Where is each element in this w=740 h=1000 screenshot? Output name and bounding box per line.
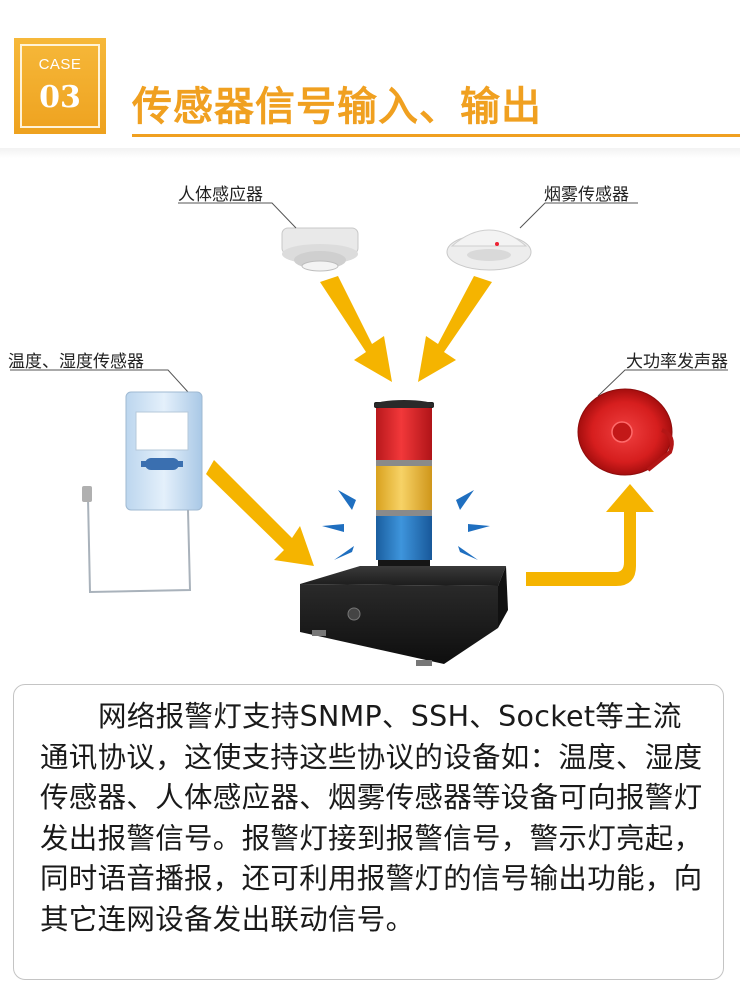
alarm-base xyxy=(300,566,508,666)
flash-marks xyxy=(322,490,490,560)
human-sensor-icon xyxy=(281,227,359,272)
diagram-illustration xyxy=(10,202,728,666)
title-underline xyxy=(132,134,740,137)
arrow-light-to-sounder xyxy=(526,484,654,586)
label-temp-humidity-sensor: 温度、湿度传感器 xyxy=(8,352,144,372)
temp-humidity-sensor-icon xyxy=(82,391,203,594)
arrow-temp-to-light xyxy=(206,460,314,566)
case-number: 03 xyxy=(39,80,81,115)
description-box: 网络报警灯支持SNMP、SSH、Socket等主流通讯协议，这使支持这些协议的设… xyxy=(13,684,724,980)
page-title: 传感器信号输入、输出 xyxy=(132,84,542,130)
signal-tower-light xyxy=(374,400,434,582)
label-smoke-sensor: 烟雾传感器 xyxy=(544,185,629,205)
label-high-power-sounder: 大功率发声器 xyxy=(626,352,728,372)
arrow-human-to-light xyxy=(320,276,392,382)
description-text: 网络报警灯支持SNMP、SSH、Socket等主流通讯协议，这使支持这些协议的设… xyxy=(40,700,703,936)
smoke-sensor-icon xyxy=(446,229,532,271)
header: CASE 03 传感器信号输入、输出 xyxy=(0,0,740,150)
arrow-smoke-to-light xyxy=(418,276,492,382)
label-human-sensor: 人体感应器 xyxy=(178,185,263,205)
case-label: CASE xyxy=(38,56,82,73)
case-badge: CASE 03 xyxy=(14,38,106,134)
header-separator xyxy=(0,148,740,158)
case-badge-frame xyxy=(20,44,100,128)
sounder-icon xyxy=(577,388,674,476)
